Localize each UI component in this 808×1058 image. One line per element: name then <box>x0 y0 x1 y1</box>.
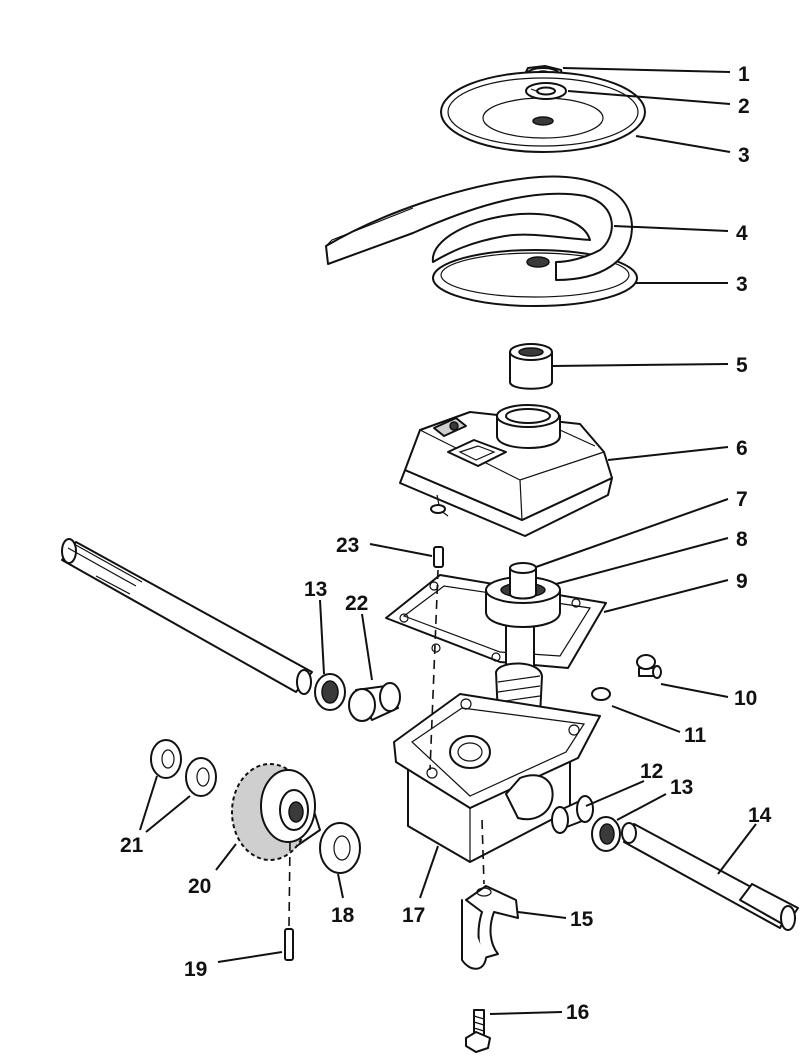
callout-17: 17 <box>402 904 425 927</box>
callout-9: 9 <box>736 570 748 593</box>
callout-3-lower: 3 <box>736 273 748 296</box>
gearcase-cover <box>399 404 613 537</box>
roll-pin <box>284 928 294 961</box>
callout-20: 20 <box>188 875 211 898</box>
seal-right <box>591 816 621 852</box>
callout-8: 8 <box>736 528 748 551</box>
callout-13-right: 13 <box>670 776 693 799</box>
callout-21: 21 <box>120 834 144 857</box>
callout-6: 6 <box>736 437 748 460</box>
callout-18: 18 <box>331 904 355 927</box>
callout-2: 2 <box>738 95 750 118</box>
spacer-bushing <box>509 343 553 390</box>
washer-18 <box>319 822 361 874</box>
callout-labels: 1 2 3 4 3 5 6 7 8 9 10 11 12 13 14 15 16… <box>120 63 772 1024</box>
callout-16: 16 <box>566 1001 589 1024</box>
axle-right <box>621 822 799 931</box>
bushing-left <box>348 682 401 722</box>
spur-gear <box>231 763 321 861</box>
callout-15: 15 <box>570 908 594 931</box>
o-ring <box>591 687 611 701</box>
callout-7: 7 <box>736 488 748 511</box>
shaft-top <box>509 562 537 600</box>
screw-small <box>636 654 662 679</box>
washer-left-b <box>185 757 217 797</box>
shift-fork <box>461 885 519 970</box>
callout-23: 23 <box>336 534 359 557</box>
gearcase-housing <box>393 693 601 863</box>
bolt <box>465 1009 491 1053</box>
dowel-pin <box>433 546 444 568</box>
seal-left <box>314 673 346 711</box>
callout-10: 10 <box>734 687 757 710</box>
callout-5: 5 <box>736 354 748 377</box>
callout-3-upper: 3 <box>738 144 750 167</box>
leader-lines <box>139 67 757 1015</box>
callout-22: 22 <box>345 592 368 615</box>
callout-19: 19 <box>184 958 207 981</box>
washer-left-a <box>150 739 182 779</box>
callout-4: 4 <box>736 222 748 245</box>
lock-washer <box>525 82 567 100</box>
assembly-lines <box>288 569 485 927</box>
callout-13-left: 13 <box>304 578 327 601</box>
callout-1: 1 <box>738 63 750 86</box>
callout-12: 12 <box>640 760 663 783</box>
callout-11: 11 <box>684 724 707 747</box>
spiral-spring <box>325 175 633 281</box>
callout-14: 14 <box>748 804 772 827</box>
bushing-right <box>551 795 594 834</box>
axle-left <box>61 538 313 695</box>
